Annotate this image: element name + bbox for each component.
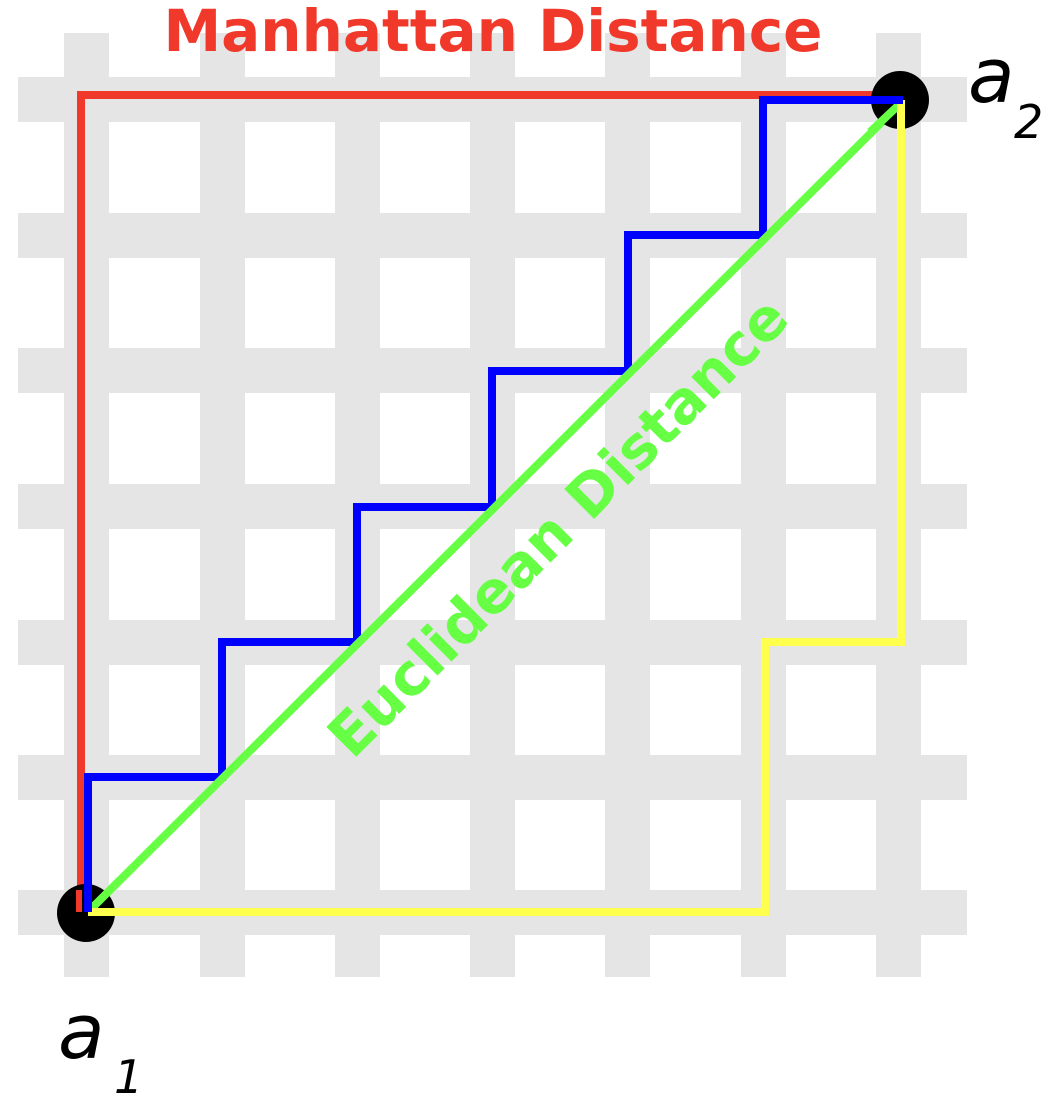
point-a2-subscript: 2	[1014, 95, 1043, 149]
point-a1-label: a	[58, 987, 105, 1076]
point-a1-subscript: 1	[114, 1050, 143, 1104]
point-a1-letter: a	[58, 987, 105, 1076]
street-horizontal	[18, 213, 967, 258]
manhattan-path-red	[77, 91, 900, 912]
euclidean-path	[84, 98, 906, 916]
diagram-title: Manhattan Distance	[163, 0, 822, 65]
euclidean-path-tip	[867, 99, 905, 135]
manhattan-path-yellow	[88, 100, 905, 916]
street-grid	[18, 33, 967, 977]
point-a2-letter: a	[968, 31, 1015, 120]
euclidean-path-tip	[85, 877, 123, 915]
point-a2-label: a	[968, 31, 1015, 120]
